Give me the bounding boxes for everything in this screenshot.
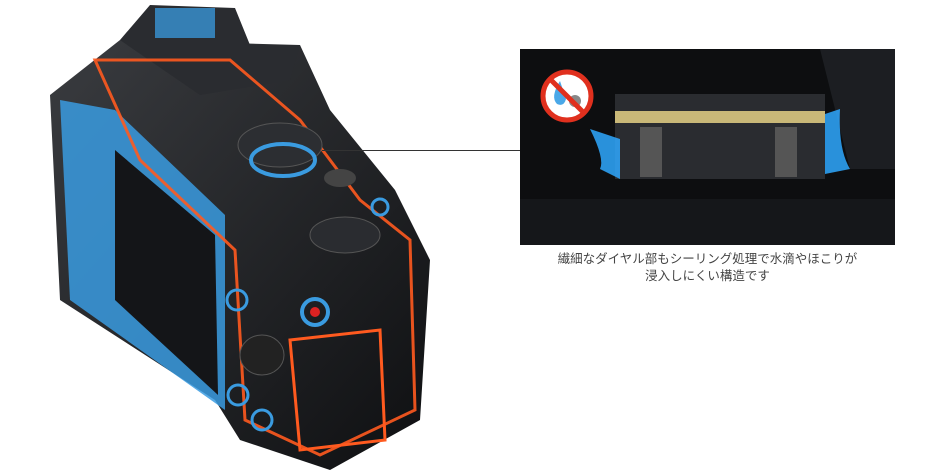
button-seal [370, 197, 390, 217]
caption-line-1: 繊細なダイヤル部もシーリング処理で水滴やほこりが [557, 251, 858, 266]
shutter-button [324, 169, 356, 187]
feature-caption: 繊細なダイヤル部もシーリング処理で水滴やほこりが 浸入しにくい構造です [520, 250, 895, 284]
hot-shoe-seal [155, 8, 215, 38]
no-water-dust-icon [540, 69, 594, 123]
seal-glow-left [590, 129, 620, 179]
button-seal [226, 383, 250, 407]
seal-glow-right [825, 109, 850, 174]
movie-button-seal [300, 297, 330, 327]
caption-line-2: 浸入しにくい構造です [645, 268, 770, 283]
callout-leader-line [322, 150, 520, 151]
movie-record-icon [310, 307, 320, 317]
dial-seal-closeup [520, 49, 895, 245]
rear-lcd-screen [115, 150, 218, 395]
camera-body-illustration [50, 5, 430, 470]
control-wheel [239, 334, 285, 376]
mode-dial-seal [249, 142, 317, 178]
magnesium-frame-outline [92, 58, 417, 457]
seal-gasket [615, 111, 825, 123]
exposure-comp-dial [309, 216, 381, 254]
grip-frame-outline [288, 328, 387, 452]
button-seal [225, 288, 249, 312]
button-seal [250, 408, 274, 432]
